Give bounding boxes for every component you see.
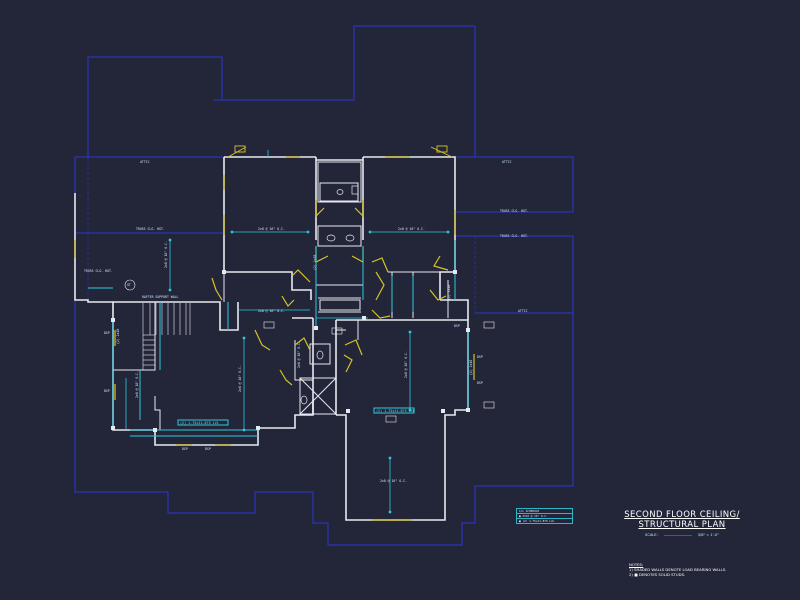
rafter-wall-label: RAFTER SUPPORT WALL: [142, 295, 179, 299]
dsp-label-1: DSP: [104, 331, 110, 335]
beams: [88, 240, 469, 437]
interior-walls: [113, 160, 449, 430]
joist-label-8: 2x8 @ 16" O.C.: [135, 371, 139, 398]
tag-bubbles: [124, 279, 495, 423]
notes-heading: NOTES:: [629, 562, 644, 567]
drawing-title-block: SECOND FLOOR CEILING/ STRUCTURAL PLAN SC…: [612, 510, 752, 537]
girder-tag-label: GT: [127, 283, 131, 287]
truss-label-2: TRUSS CLG. HGT.: [500, 209, 529, 213]
truss-label-4: TRUSS CLG. HGT.: [84, 269, 113, 273]
dsp-label-7: DSP: [454, 324, 460, 328]
plan-labels: ATTIC ATTIC TRUSS CLG. HGT. TRUSS CLG. H…: [84, 160, 529, 483]
door-swings: [74, 156, 475, 521]
beam-label-1: (2) 2x10: [447, 285, 451, 300]
joist-label-5: 2x8 @ 16" O.C.: [164, 241, 168, 268]
truss-label-3: TRUSS CLG. HGT.: [500, 234, 529, 238]
lvl-label-1: (2) 1.75x11.875 LVL: [180, 421, 219, 425]
bath-fixtures: [300, 185, 359, 405]
joist-label-1: 2x8 @ 16" O.C.: [258, 227, 285, 231]
beam-label-2: (2) 2x10: [469, 360, 473, 375]
drawing-notes: NOTES: 1) SHADED WALLS DENOTE LOAD BEARI…: [629, 562, 779, 578]
exterior-walls: [74, 156, 469, 521]
dsp-label-4: DSP: [205, 447, 211, 451]
joist-label-2: 2x8 @ 16" O.C.: [398, 227, 425, 231]
scale-label: SCALE:: [645, 533, 658, 537]
gable-markers: [227, 145, 453, 158]
solid-studs: [111, 270, 470, 432]
scale-dash: ----------------------------: [663, 533, 692, 537]
schedule-row-1: 1/L SCHEDULE: [517, 509, 572, 514]
lvl-label-2: (2) 1.75x11.875 LVL: [376, 409, 415, 413]
attic-label-1: ATTIC: [140, 160, 150, 164]
joist-label-3: 2x8 @ 16" O.C.: [258, 309, 285, 313]
scale-value: 3/8" = 1'-0": [697, 533, 719, 537]
stair-treads: [142, 303, 191, 370]
joist-label-7: 2x8 @ 16" O.C.: [404, 351, 408, 378]
dsp-label-5: DSP: [477, 355, 483, 359]
roof-hip-lines: [87, 157, 476, 313]
beam-schedule-table: 1/L SCHEDULE ■ 2X10 @ 16" O.C. ■ (2) 1.7…: [516, 508, 573, 524]
beam-label-4: (2) 2x10: [313, 255, 317, 270]
dsp-label-3: DSP: [182, 447, 188, 451]
roof-outline: [74, 25, 574, 546]
scale-line: SCALE: ---------------------------- 3/8"…: [612, 533, 752, 537]
joist-arrows: [125, 150, 450, 514]
joist-label-4: 2x8 @ 16" O.C.: [380, 479, 407, 483]
attic-label-3: ATTIC: [518, 309, 528, 313]
schedule-row-3: ■ (2) 1.75x11.875 LVL: [519, 519, 555, 523]
beam-label-3: (2) 2x10: [116, 329, 120, 344]
joist-label-6: 2x8 @ 16" O.C.: [238, 365, 242, 392]
truss-label-1: TRUSS CLG. HGT.: [136, 227, 165, 231]
schedule-row-2: ■ 2X10 @ 16" O.C.: [517, 514, 572, 519]
note-item-1: 1) SHADED WALLS DENOTE LOAD BEARING WALL…: [629, 567, 727, 573]
joist-label-9: 2x8 @ 16" O.C.: [297, 341, 301, 368]
drawing-title-line1: SECOND FLOOR CEILING/: [624, 510, 740, 520]
dsp-label-6: DSP: [477, 381, 483, 385]
note-item-2: 2) ■ DENOTES SOLID STUDS.: [629, 572, 686, 578]
drawing-title-line2: STRUCTURAL PLAN: [638, 520, 726, 530]
dsp-label-2: DSP: [104, 389, 110, 393]
attic-label-2: ATTIC: [502, 160, 512, 164]
